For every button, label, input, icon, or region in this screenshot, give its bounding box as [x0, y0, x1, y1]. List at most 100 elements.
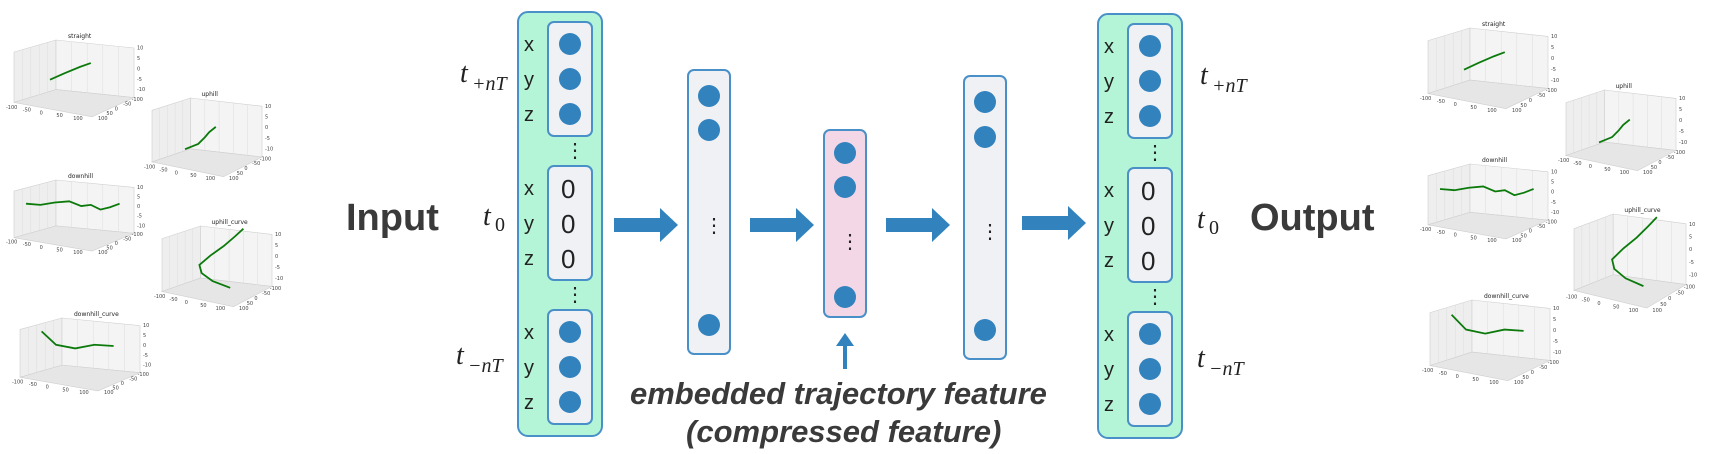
z-tick-label: 5: [275, 243, 278, 249]
ellipsis: ⋮: [704, 215, 724, 237]
svg-text:−nT: −nT: [1209, 358, 1245, 380]
plot-title: downhill_curve: [74, 311, 119, 318]
zero-value: 0: [561, 244, 575, 274]
x-tick-label: 0: [175, 170, 178, 176]
x-tick-label: -100: [6, 105, 17, 111]
y-tick-label: 50: [247, 301, 253, 307]
zero-value: 0: [1141, 176, 1155, 206]
x-tick-label: 50: [190, 173, 196, 179]
axis-letter: x: [524, 322, 534, 344]
y-tick-label: -100: [1546, 219, 1557, 225]
plot-title: uphill_curve: [212, 219, 249, 226]
y-tick-label: -100: [1548, 360, 1559, 366]
z-tick-label: 5: [1551, 180, 1554, 186]
y-tick-label: 0: [1668, 296, 1671, 302]
axis-letter: x: [1104, 180, 1114, 202]
trajectory-line: [1611, 216, 1658, 287]
x-tick-label: -100: [144, 165, 155, 171]
z-tick-label: 10: [265, 104, 271, 110]
x-tick-label: -50: [159, 167, 167, 173]
axis-letter: z: [524, 104, 534, 126]
z-tick-label: 0: [1689, 247, 1692, 253]
z-tick-label: 0: [1553, 328, 1556, 334]
z-tick-label: 10: [1553, 306, 1559, 312]
zero-value: 0: [561, 209, 575, 239]
axis-letter: y: [1104, 215, 1114, 237]
x-tick-label: -100: [1422, 368, 1433, 374]
axis-letter: y: [1104, 359, 1114, 381]
x-tick-label: 100: [73, 116, 83, 122]
trajectory-line: [40, 330, 114, 350]
y-tick-label: 0: [121, 381, 124, 387]
input-time-label-bottom: t −nT: [456, 340, 504, 377]
x-tick-label: 0: [1454, 233, 1457, 239]
x-tick-label: 0: [1456, 374, 1459, 380]
x-tick-label: 50: [56, 247, 62, 253]
z-tick-label: 0: [1551, 190, 1554, 196]
node: [974, 91, 996, 113]
node: [1139, 323, 1161, 345]
z-tick-label: 5: [137, 56, 140, 62]
z-tick-label: 10: [137, 46, 143, 52]
node: [834, 142, 856, 164]
trajectory-line: [184, 126, 217, 151]
trajectory-line: [198, 228, 245, 289]
x-tick-label: -100: [1558, 158, 1569, 164]
x-tick-label: 50: [1613, 305, 1619, 311]
node: [1139, 35, 1161, 57]
y-tick-label: -50: [129, 376, 137, 382]
y-tick-label: -50: [1537, 93, 1545, 99]
node: [559, 356, 581, 378]
x-tick-label: -50: [1437, 99, 1445, 105]
y-tick-label: -100: [1674, 150, 1685, 156]
y-tick-label: -50: [123, 102, 131, 108]
z-tick-label: 5: [1689, 235, 1692, 241]
trajectory-line: [25, 200, 120, 211]
node: [834, 176, 856, 198]
arrow-3: [886, 208, 950, 242]
z-tick-label: 10: [1689, 222, 1695, 228]
ellipsis: ⋮: [1145, 142, 1165, 164]
z-tick-label: 5: [137, 195, 140, 201]
y-tick-label: 100: [98, 116, 108, 122]
y-tick-label: -50: [262, 291, 270, 297]
z-tick-label: 0: [143, 343, 146, 349]
y-tick-label: 100: [1514, 380, 1524, 386]
trajectory-line: [49, 62, 92, 81]
y-tick-label: 50: [112, 385, 118, 391]
axis-letter: z: [1104, 394, 1114, 416]
x-tick-label: 0: [185, 300, 188, 306]
z-tick-label: -10: [1553, 350, 1561, 356]
x-tick-label: 50: [1470, 105, 1476, 111]
x-tick-label: 100: [1489, 380, 1499, 386]
y-tick-label: 100: [1652, 308, 1662, 314]
z-tick-label: 5: [1679, 107, 1682, 113]
z-tick-label: -5: [137, 214, 142, 220]
axis-letter: x: [1104, 324, 1114, 346]
y-tick-label: 100: [229, 176, 239, 182]
io-block: xyz: [524, 309, 593, 425]
plot-title: uphill: [202, 91, 219, 98]
axis-letter: y: [1104, 71, 1114, 93]
x-tick-label: 50: [200, 303, 206, 309]
ellipsis: ⋮: [840, 231, 860, 253]
z-tick-label: -10: [1679, 140, 1687, 146]
z-tick-label: -10: [137, 223, 145, 229]
trajectory-line: [1439, 185, 1534, 197]
node: [1139, 70, 1161, 92]
x-tick-label: -100: [1420, 227, 1431, 233]
z-tick-label: -10: [1689, 273, 1697, 279]
svg-text:0: 0: [1209, 217, 1219, 239]
y-tick-label: 50: [1660, 302, 1666, 308]
x-tick-label: -50: [169, 297, 177, 303]
x-tick-label: 100: [1487, 238, 1497, 244]
y-tick-label: -100: [260, 156, 271, 162]
